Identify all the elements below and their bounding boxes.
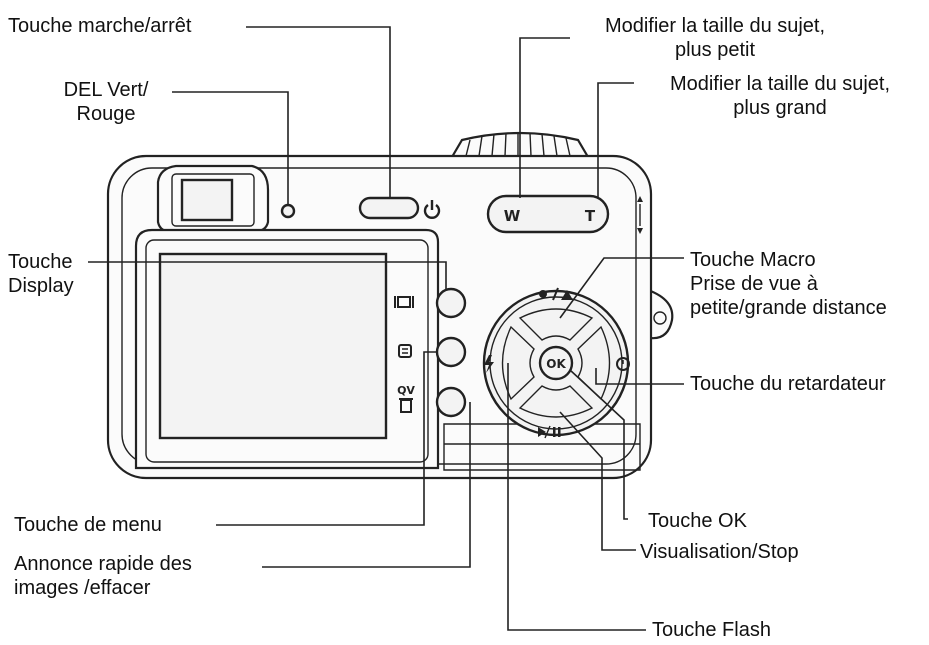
menu-icon [398,344,412,358]
label-menu-button: Touche de menu [14,514,162,536]
leader-led [172,91,289,204]
zoom-tele-mark: T [585,207,596,225]
leader-flash [507,363,646,631]
label-playback-button: Visualisation/Stop [640,541,799,563]
quick-view-mark: QV [397,384,415,397]
ok-button-mark: OK [546,357,566,371]
label-timer-button: Touche du retardateur [690,373,886,395]
self-timer-icon [616,357,630,371]
leader-zoom-wide [519,37,570,198]
leader-display [88,261,447,289]
leader-ok [569,369,628,520]
zoom-wide-mark: W [504,207,521,225]
label-led: DEL Vert/Rouge [63,79,149,125]
leader-macro [559,257,684,319]
label-flash-button: Touche Flash [652,619,771,641]
leader-zoom-tele [597,82,634,198]
label-zoom-tele: Modifier la taille du sujet,plus grand [669,73,891,119]
leader-quickview [262,402,471,568]
label-power-button: Touche marche/arrêt [8,15,192,37]
flash-icon [484,355,494,373]
label-zoom-wide: Modifier la taille du sujet,plus petit [604,15,826,61]
label-ok-button: Touche OK [648,510,747,532]
macro-icon [539,287,573,301]
display-icon [394,296,414,308]
trash-icon [399,398,413,413]
camera-body: W T QV [106,131,674,480]
leader-lines [88,26,684,631]
leader-playback [559,411,636,551]
play-pause-icon [538,425,561,439]
leader-timer [595,368,684,385]
power-icon [423,200,441,219]
leader-menu [216,351,437,526]
leader-power [246,26,391,198]
